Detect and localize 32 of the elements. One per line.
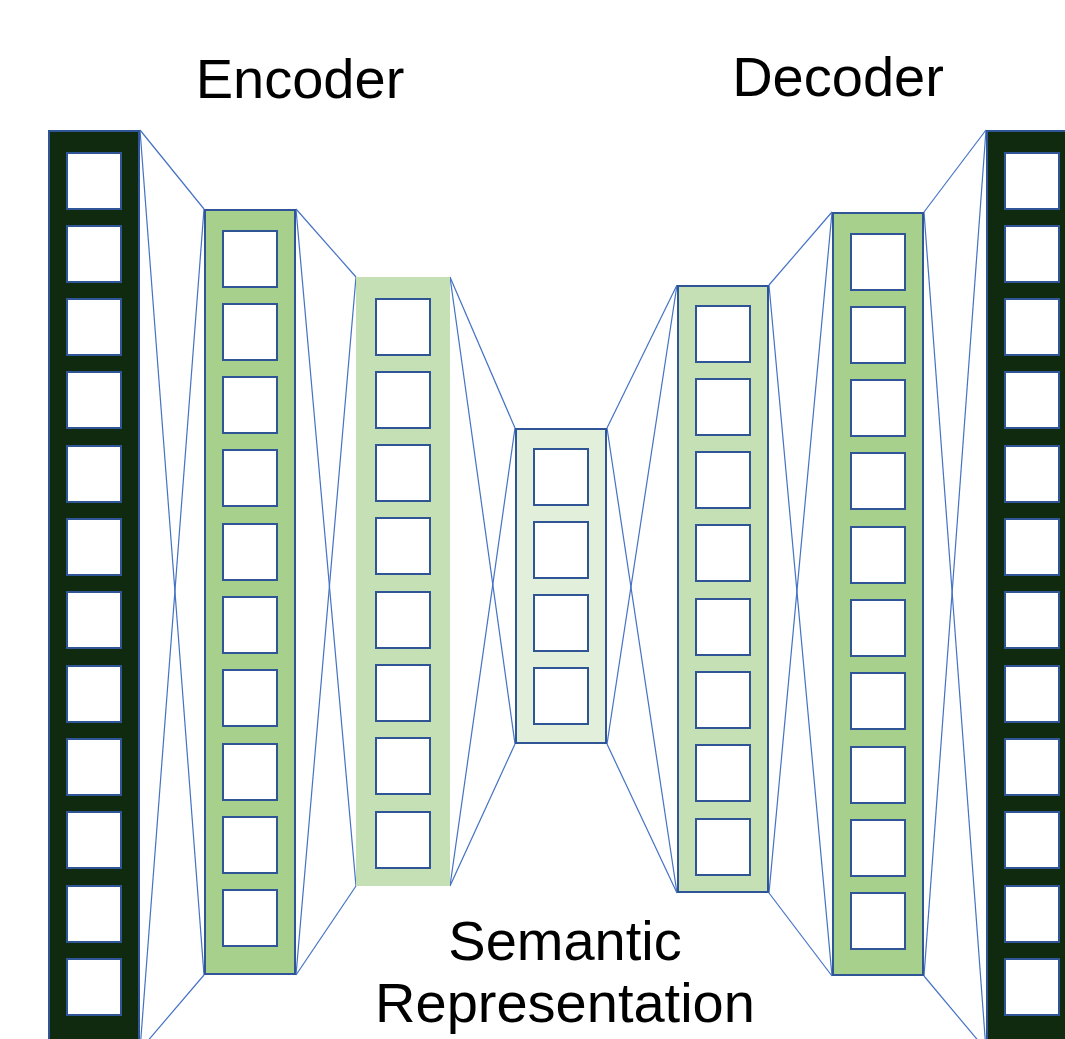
connection-line — [606, 284, 678, 745]
connection-line — [449, 427, 516, 887]
connection-line — [768, 892, 833, 977]
connection-line — [606, 427, 678, 894]
layer-bar — [832, 212, 924, 976]
connection-line — [295, 208, 357, 278]
connection-line — [139, 129, 205, 976]
connection-line — [449, 276, 516, 745]
layer-bar — [48, 130, 140, 1039]
connection-line — [449, 276, 516, 429]
connection-line — [768, 211, 833, 286]
connection-line — [606, 743, 678, 894]
layer-bar — [356, 277, 450, 886]
connection-line — [295, 885, 357, 976]
layer-bar — [204, 209, 296, 975]
connection-line — [923, 129, 987, 213]
section-label: Encoder — [194, 48, 406, 110]
connection-line — [449, 743, 516, 887]
connection-line — [923, 211, 987, 1039]
connection-line — [768, 211, 833, 894]
section-label: Semantic Representation — [374, 910, 756, 1034]
layer-bar — [677, 285, 769, 893]
connection-line — [139, 208, 205, 1039]
connection-line — [923, 129, 987, 977]
connection-line — [606, 284, 678, 429]
layer-bar — [986, 130, 1065, 1039]
layer-bar — [515, 428, 607, 744]
connection-line — [295, 276, 357, 976]
connection-line — [139, 129, 205, 210]
connection-line — [295, 208, 357, 887]
section-label: Decoder — [731, 46, 945, 108]
connection-line — [768, 284, 833, 977]
